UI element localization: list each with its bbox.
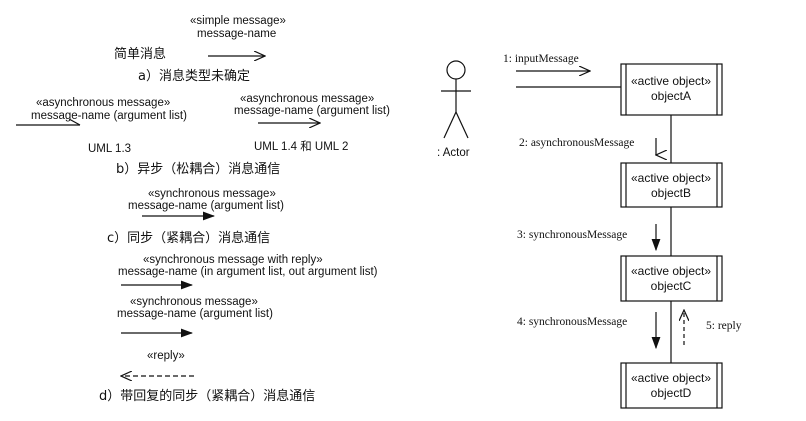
message-1-label: 1: inputMessage <box>503 53 579 65</box>
actor: : Actor <box>437 60 471 159</box>
actor-label: : Actor <box>437 147 470 159</box>
object-b-box: «active object» objectB <box>620 162 723 208</box>
object-d-box: «active object» objectD <box>620 362 723 409</box>
d-reply-message-name: message-name (in argument list, out argu… <box>118 266 378 278</box>
a-stereotype: «simple message» <box>190 15 286 27</box>
object-c-box: «active object» objectC <box>620 255 723 302</box>
b-right-message-name: message-name (argument list) <box>234 105 390 117</box>
object-d-stereotype: «active object» <box>631 371 711 385</box>
d-reply-label: «reply» <box>147 350 185 362</box>
b-caption: b）异步（松耦合）消息通信 <box>116 161 280 177</box>
d-sync-message-name: message-name (argument list) <box>117 308 273 320</box>
message-5-label: 5: reply <box>706 320 742 332</box>
object-a-box: «active object» objectA <box>620 63 723 116</box>
a-left-label: 简单消息 <box>114 46 166 62</box>
a-caption: a）消息类型未确定 <box>138 68 250 84</box>
object-b-stereotype: «active object» <box>631 171 711 185</box>
b-right-stereotype: «asynchronous message» <box>240 93 374 105</box>
message-3-label: 3: synchronousMessage <box>517 229 627 241</box>
actor-right-leg <box>455 111 469 139</box>
b-left-message-name: message-name (argument list) <box>31 110 187 122</box>
b-left-version: UML 1.3 <box>88 143 131 155</box>
c-stereotype: «synchronous message» <box>148 188 276 200</box>
d-sync-stereotype: «synchronous message» <box>130 296 258 308</box>
d-reply-stereotype: «synchronous message with reply» <box>143 254 323 266</box>
b-right-version: UML 1.4 和 UML 2 <box>254 140 348 153</box>
object-c-name: objectC <box>651 279 692 293</box>
object-c-stereotype: «active object» <box>631 264 711 278</box>
object-d-name: objectD <box>651 386 692 400</box>
actor-left-leg <box>443 111 457 139</box>
section-a: «simple message» message-name 简单消息 a）消息类… <box>114 15 286 84</box>
message-2-label: 2: asynchronousMessage <box>519 137 634 149</box>
section-c: «synchronous message» message-name (argu… <box>107 188 284 246</box>
message-4-label: 4: synchronousMessage <box>517 316 627 328</box>
object-a-stereotype: «active object» <box>631 74 711 88</box>
b-left-stereotype: «asynchronous message» <box>36 97 170 109</box>
c-message-name: message-name (argument list) <box>128 200 284 212</box>
object-a-name: objectA <box>651 89 691 103</box>
object-b-name: objectB <box>651 186 691 200</box>
a-message-name: message-name <box>197 28 276 40</box>
d-caption: d）带回复的同步（紧耦合）消息通信 <box>99 388 315 404</box>
section-d: «synchronous message with reply» message… <box>99 254 378 404</box>
c-caption: c）同步（紧耦合）消息通信 <box>107 230 270 246</box>
actor-head <box>446 60 466 80</box>
section-b: «asynchronous message» message-name (arg… <box>16 93 390 177</box>
